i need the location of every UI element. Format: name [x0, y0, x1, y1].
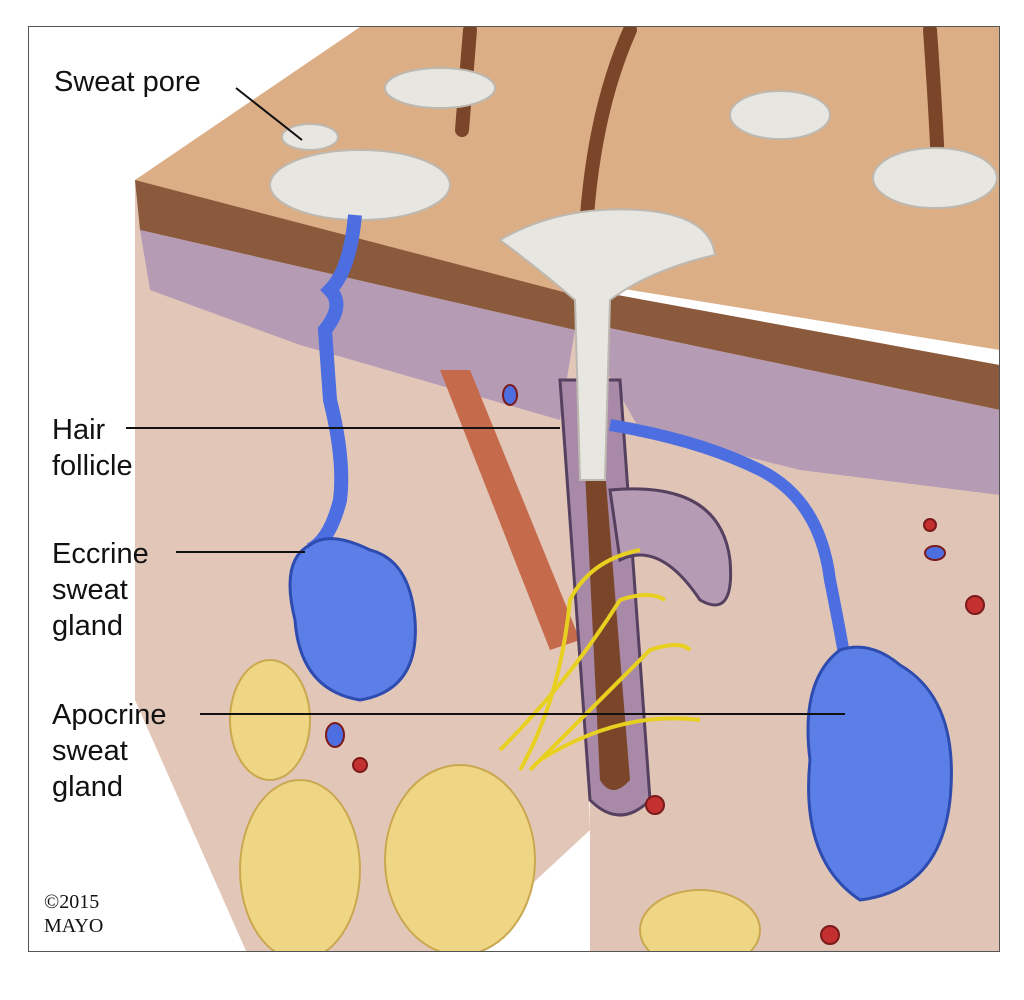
arrector-pili-muscle [440, 370, 580, 650]
apocrine-duct [609, 419, 851, 661]
hair-shaft [585, 470, 630, 790]
sebaceous-gland [608, 487, 733, 607]
label-line: follicle [52, 450, 133, 482]
nerve-fibers [498, 548, 701, 772]
sweat-pores [269, 67, 998, 481]
label-sweat-pore: Sweat pore [54, 66, 201, 98]
label-line: Hair [52, 414, 106, 446]
label-eccrine-sweat-gland: Eccrine sweat gland [52, 536, 149, 644]
copyright-notice: ©2015 MAYO [44, 890, 103, 938]
label-apocrine-sweat-gland: Apocrine sweat gland [52, 697, 166, 805]
label-line: sweat [52, 574, 128, 606]
eccrine-duct [306, 214, 362, 557]
leader-lines [126, 87, 845, 715]
copyright-owner: MAYO [44, 915, 104, 937]
label-line: Eccrine [52, 538, 149, 570]
upper-dermis-right [595, 325, 999, 495]
eccrine-sweat-gland [288, 537, 417, 702]
copyright-year: ©2015 [44, 891, 100, 913]
label-line: gland [52, 771, 123, 803]
fat-lobules [229, 659, 761, 951]
label-line: sweat [52, 735, 128, 767]
image-frame [28, 26, 1000, 952]
label-hair-follicle: Hair follicle [52, 412, 133, 484]
epidermis-right [590, 290, 999, 410]
label-line: Apocrine [52, 699, 167, 731]
blood-vessels [325, 384, 985, 945]
label-line: gland [52, 610, 123, 642]
apocrine-sweat-gland [806, 645, 953, 902]
